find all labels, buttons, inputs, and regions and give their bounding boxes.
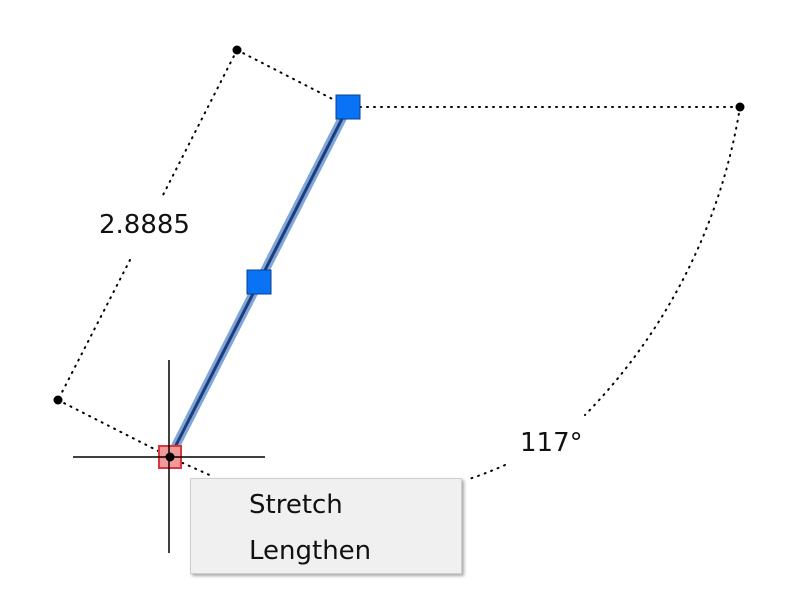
extension-line-bottom — [57, 399, 171, 458]
dimension-angle-value[interactable]: 117° — [520, 428, 583, 458]
dimension-endpoint-top — [232, 45, 242, 55]
angle-leg-near-base — [175, 459, 215, 478]
dimension-length-value[interactable]: 2.8885 — [99, 210, 190, 240]
dimension-line-upper — [161, 49, 238, 198]
endpoint-grip-top[interactable] — [335, 94, 361, 120]
angle-arc — [584, 106, 741, 416]
grip-context-menu: Stretch Lengthen — [190, 478, 462, 574]
aligned-dimension — [53, 45, 349, 458]
extension-line-top — [236, 49, 349, 108]
angular-dimension — [175, 102, 745, 481]
midpoint-grip[interactable] — [246, 269, 272, 295]
crosshair-cursor-icon — [73, 360, 265, 553]
menu-item-stretch[interactable]: Stretch — [249, 490, 343, 520]
menu-item-lengthen[interactable]: Lengthen — [249, 536, 372, 566]
angle-arc-lower — [465, 464, 506, 481]
dimension-endpoint-bottom — [53, 395, 63, 405]
dimension-line-lower — [57, 259, 131, 401]
